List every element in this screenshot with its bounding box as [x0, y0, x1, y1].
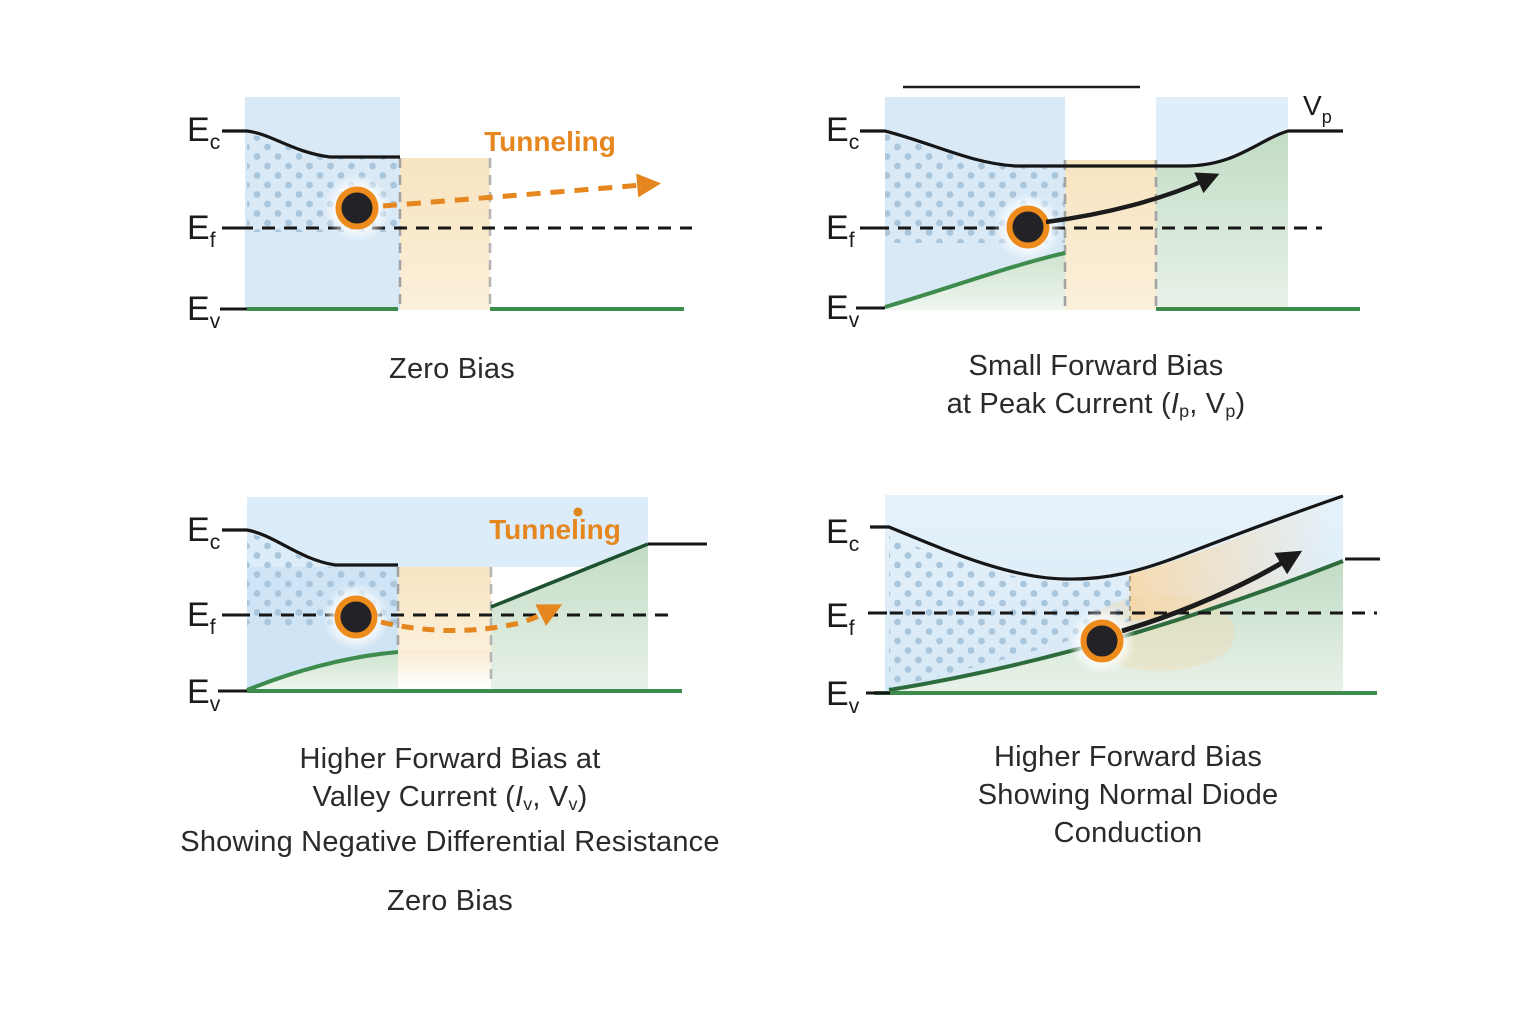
- caption-line-3: Conduction: [1053, 817, 1203, 849]
- panel-zero-bias: Ec Ef Ev Tunneling: [187, 97, 692, 333]
- conduction-band-label: Ec: [826, 111, 859, 154]
- caption-line-1: Higher Forward Bias at: [299, 743, 601, 775]
- caption-normal-conduction: Higher Forward Bias Showing Normal Diode…: [918, 738, 1338, 852]
- electron: [1080, 619, 1124, 663]
- p-conduction-band-rise: [490, 542, 649, 609]
- conduction-band-curve: [860, 129, 1343, 168]
- peak-voltage-label: Vp: [1303, 90, 1332, 127]
- tunnel-barrier-fade: [398, 650, 491, 688]
- tunnel-barrier-fill: [400, 158, 490, 310]
- conduction-band-curve: [222, 129, 400, 159]
- caption-zero-bias-extra: Zero Bias: [300, 882, 600, 920]
- caption-line-1: Small Forward Bias: [968, 350, 1224, 382]
- caption-peak-current: Small Forward Bias at Peak Current (Ip, …: [886, 347, 1306, 430]
- caption-text: Zero Bias: [389, 353, 515, 385]
- caption-line-2: Valley Current (Iv, Vv): [312, 781, 588, 814]
- electron: [334, 595, 378, 639]
- tunneling-arrow: [382, 173, 662, 209]
- caption-zero-bias: Zero Bias: [252, 350, 652, 388]
- conduction-band-label: Ec: [826, 513, 859, 556]
- panel-peak-current: Ec Ef Ev Vp: [826, 85, 1360, 332]
- caption-line-2: Showing Normal Diode: [977, 779, 1279, 811]
- conduction-band-label: Ec: [187, 111, 220, 154]
- fermi-level-label: Ef: [187, 209, 216, 252]
- valence-band-label: Ev: [826, 675, 860, 718]
- tunneling-annotation: Tunneling: [484, 126, 616, 157]
- fermi-level-label: Ef: [826, 597, 855, 640]
- electron: [335, 186, 379, 230]
- valence-fill: [247, 652, 398, 691]
- electron: [1006, 205, 1050, 249]
- tunnel-barrier-fill: [398, 567, 491, 650]
- upper-band-fill: [247, 497, 648, 567]
- tunneling-arrow: [380, 604, 563, 633]
- caption-valley-current: Higher Forward Bias at Valley Current (I…: [160, 740, 740, 861]
- valence-green-fill: [889, 561, 1343, 693]
- caption-line-1: Higher Forward Bias: [993, 741, 1263, 773]
- fermi-level-label: Ef: [826, 209, 855, 252]
- panel-valley-current: Ec Ef Ev Tunneling: [187, 497, 707, 716]
- barrier-orange-wash: [1130, 496, 1343, 621]
- p-region-green-fill: [1156, 132, 1288, 310]
- annotation-dot-icon: [573, 507, 583, 517]
- valence-band-curve: [884, 251, 1066, 309]
- p-region-green-fill: [491, 545, 648, 690]
- tunnel-barrier-fill: [1065, 160, 1156, 310]
- conduction-band-curve: [870, 494, 1344, 581]
- panel-normal-conduction: Ec Ef Ev: [826, 494, 1380, 718]
- conduction-band-curve: [222, 528, 398, 567]
- caption-line-3: Showing Negative Differential Resistance: [180, 825, 720, 858]
- conduction-band-label: Ec: [187, 511, 220, 554]
- caption-line-2: at Peak Current (Ip, Vp): [946, 388, 1246, 421]
- conduction-current-arrow: [1121, 550, 1303, 634]
- fermi-level-label: Ef: [187, 596, 216, 639]
- valence-band-curve: [246, 650, 399, 692]
- valence-band-label: Ev: [187, 673, 221, 716]
- caption-text: Zero Bias: [387, 885, 513, 917]
- valence-band-label: Ev: [826, 289, 860, 332]
- valence-fill: [885, 253, 1065, 310]
- tunneling-annotation: Tunneling: [489, 514, 621, 545]
- valence-band-label: Ev: [187, 290, 221, 333]
- tunneling-current-arrow: [1045, 172, 1220, 225]
